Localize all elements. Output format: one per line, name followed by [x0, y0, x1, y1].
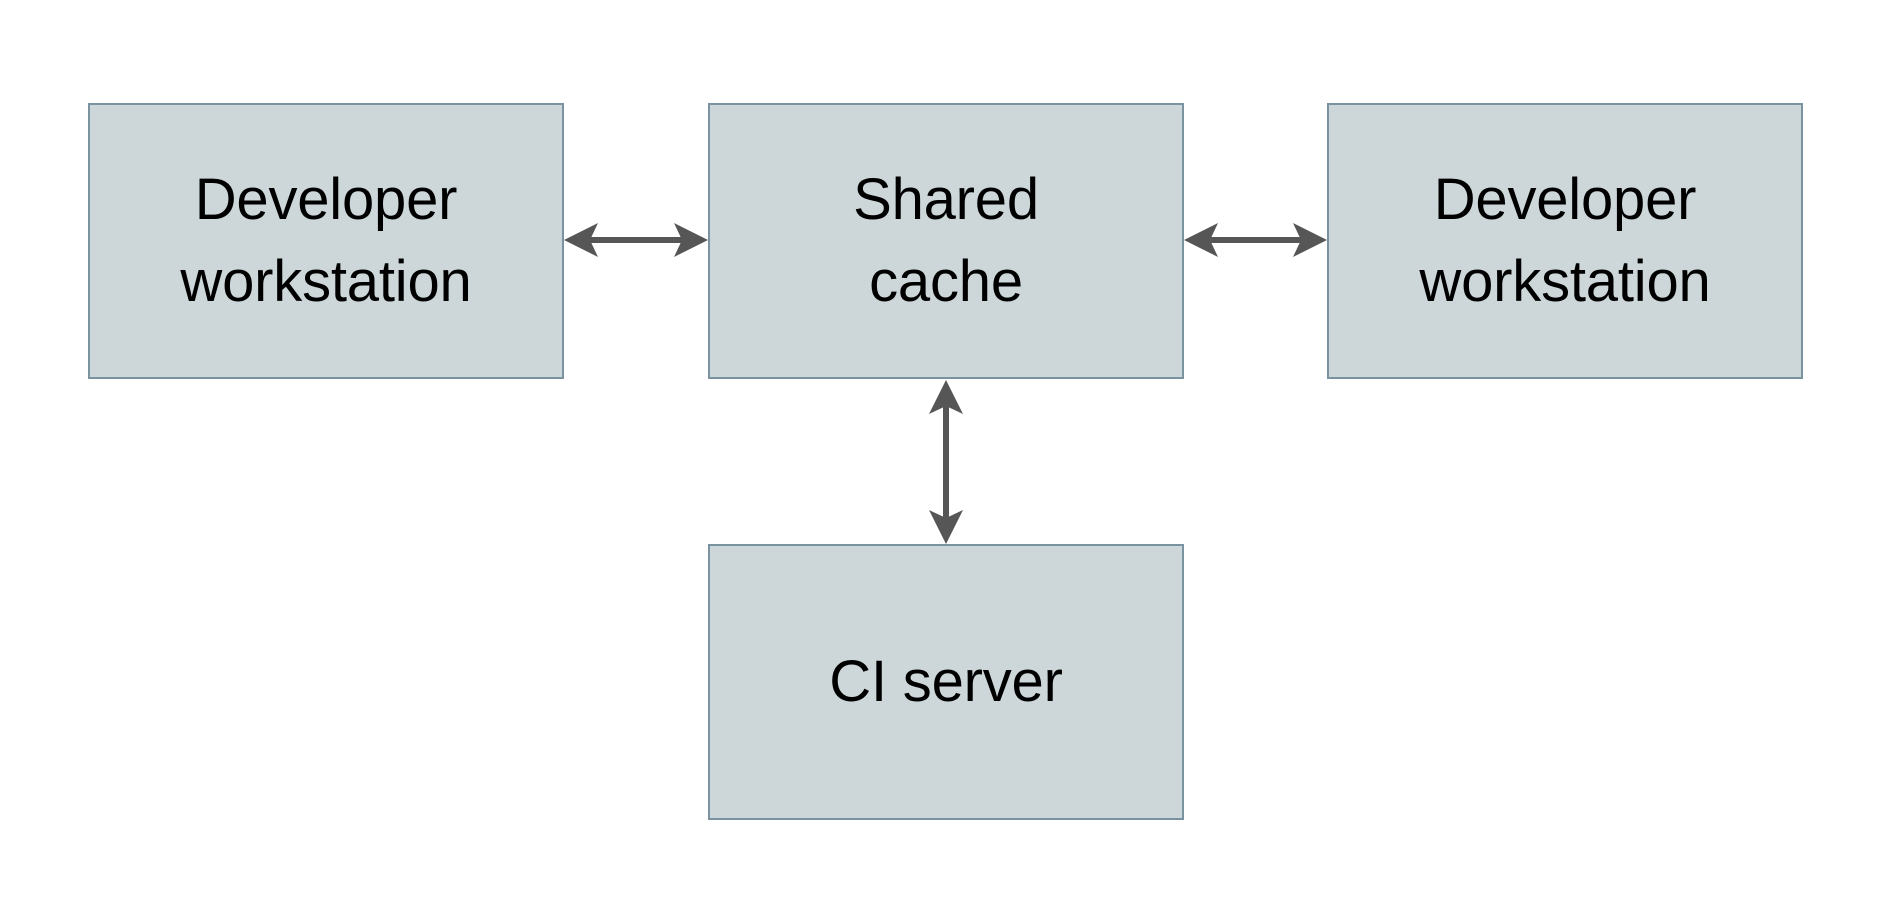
connector-cache-to-right-workstation[interactable]	[1184, 205, 1327, 275]
node-label: Developer workstation	[1419, 166, 1711, 314]
double-arrow-icon	[1184, 223, 1327, 257]
node-dev-workstation-left[interactable]: Developer workstation	[88, 103, 564, 379]
double-arrow-icon	[564, 223, 708, 257]
double-arrow-icon	[929, 380, 963, 544]
node-label: Shared cache	[853, 166, 1039, 314]
connector-cache-to-ci-server[interactable]	[911, 380, 981, 544]
node-shared-cache[interactable]: Shared cache	[708, 103, 1184, 379]
node-label: Developer workstation	[180, 166, 472, 314]
node-label: CI server	[829, 648, 1063, 714]
node-ci-server[interactable]: CI server	[708, 544, 1184, 820]
node-dev-workstation-right[interactable]: Developer workstation	[1327, 103, 1803, 379]
connector-left-workstation-to-cache[interactable]	[564, 205, 708, 275]
